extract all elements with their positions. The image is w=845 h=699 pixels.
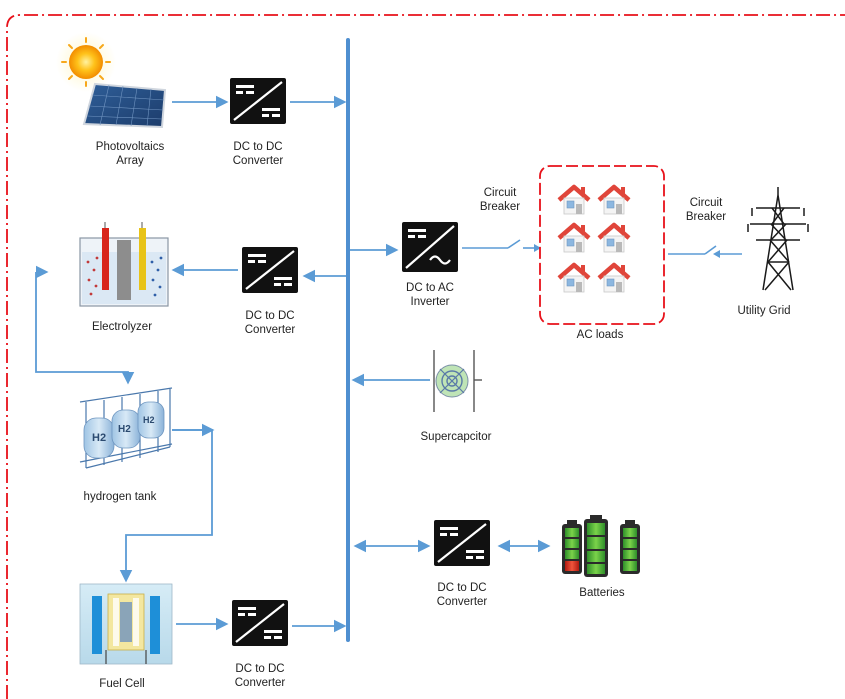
breaker-load-label: Circuit Breaker bbox=[440, 186, 560, 214]
house-icon-group bbox=[559, 187, 629, 292]
transmission-tower-icon bbox=[747, 187, 809, 291]
inverter-label-line1: DC to AC bbox=[406, 282, 454, 294]
breaker-load-label-line2: Breaker bbox=[479, 201, 521, 213]
dcdc-pv-label-line1: DC to DC bbox=[233, 141, 283, 153]
breaker-grid-label-line2: Breaker bbox=[685, 211, 727, 223]
pv-label-line1: Photovoltaics bbox=[95, 141, 165, 153]
hydrogen-tank-label: hydrogen tank bbox=[83, 491, 157, 503]
dc-dc-converter-icon bbox=[240, 245, 300, 295]
electrolyzer-icon bbox=[79, 222, 169, 307]
dcdc-elec-label-line1: DC to DC bbox=[245, 310, 295, 322]
tank-label-2: H2 bbox=[118, 424, 131, 435]
breaker-grid-label-line1: Circuit bbox=[689, 197, 723, 209]
house-icon bbox=[599, 225, 629, 252]
dcdc-pv-label-line2: Converter bbox=[232, 155, 284, 167]
fuel-cell-icon bbox=[79, 583, 173, 665]
dcdc-fc-label: DC to DC Converter bbox=[200, 662, 320, 690]
flow-electrolyzer-to-tank bbox=[35, 272, 135, 385]
dc-dc-converter-icon bbox=[228, 76, 288, 126]
dcdc-elec-label-line2: Converter bbox=[244, 324, 296, 336]
circuit-breaker-icon bbox=[704, 245, 742, 258]
breaker-grid-label: Circuit Breaker bbox=[646, 196, 766, 224]
tank-label-3: H2 bbox=[143, 415, 155, 425]
hydrogen-tank-icon: H2 H2 H2 bbox=[79, 387, 173, 469]
house-icon bbox=[559, 225, 589, 252]
fuel-cell-label: Fuel Cell bbox=[99, 678, 145, 690]
dcdc-batt-label-line2: Converter bbox=[436, 596, 488, 608]
system-boundary bbox=[6, 14, 845, 699]
supercapacitor-icon bbox=[433, 350, 482, 412]
inverter-label-line2: Inverter bbox=[410, 296, 450, 308]
circuit-breaker-icon bbox=[507, 239, 541, 252]
dcdc-batt-label-line1: DC to DC bbox=[437, 582, 487, 594]
tank-label-1: H2 bbox=[92, 432, 106, 444]
dcdc-pv-label: DC to DC Converter bbox=[198, 140, 318, 168]
pv-label: Photovoltaics Array bbox=[70, 140, 190, 168]
ac-loads-label: AC loads bbox=[576, 329, 624, 341]
house-icon bbox=[599, 187, 629, 214]
electrolyzer-label: Electrolyzer bbox=[91, 321, 153, 333]
house-icon bbox=[559, 187, 589, 214]
dcdc-fc-label-line1: DC to DC bbox=[235, 663, 285, 675]
pv-label-line2: Array bbox=[116, 155, 144, 167]
house-icon bbox=[599, 265, 629, 292]
dc-dc-converter-icon bbox=[230, 598, 290, 648]
dcdc-fc-label-line2: Converter bbox=[234, 677, 286, 689]
dc-ac-inverter-icon bbox=[402, 222, 458, 272]
flow-tank-to-fuel-cell bbox=[119, 429, 213, 583]
ac-loads-boundary bbox=[539, 165, 665, 325]
battery-icon bbox=[562, 515, 640, 577]
breaker-load-label-line1: Circuit bbox=[483, 187, 517, 199]
house-icon bbox=[559, 265, 589, 292]
dcdc-elec-label: DC to DC Converter bbox=[210, 309, 330, 337]
supercap-label: Supercapcitor bbox=[420, 431, 492, 443]
solar-panel-icon bbox=[56, 32, 167, 129]
dc-dc-converter-icon bbox=[432, 518, 492, 568]
grid-label: Utility Grid bbox=[737, 305, 791, 317]
dcdc-batt-label: DC to DC Converter bbox=[402, 581, 522, 609]
batteries-label: Batteries bbox=[579, 587, 625, 599]
inverter-label: DC to AC Inverter bbox=[370, 281, 490, 309]
